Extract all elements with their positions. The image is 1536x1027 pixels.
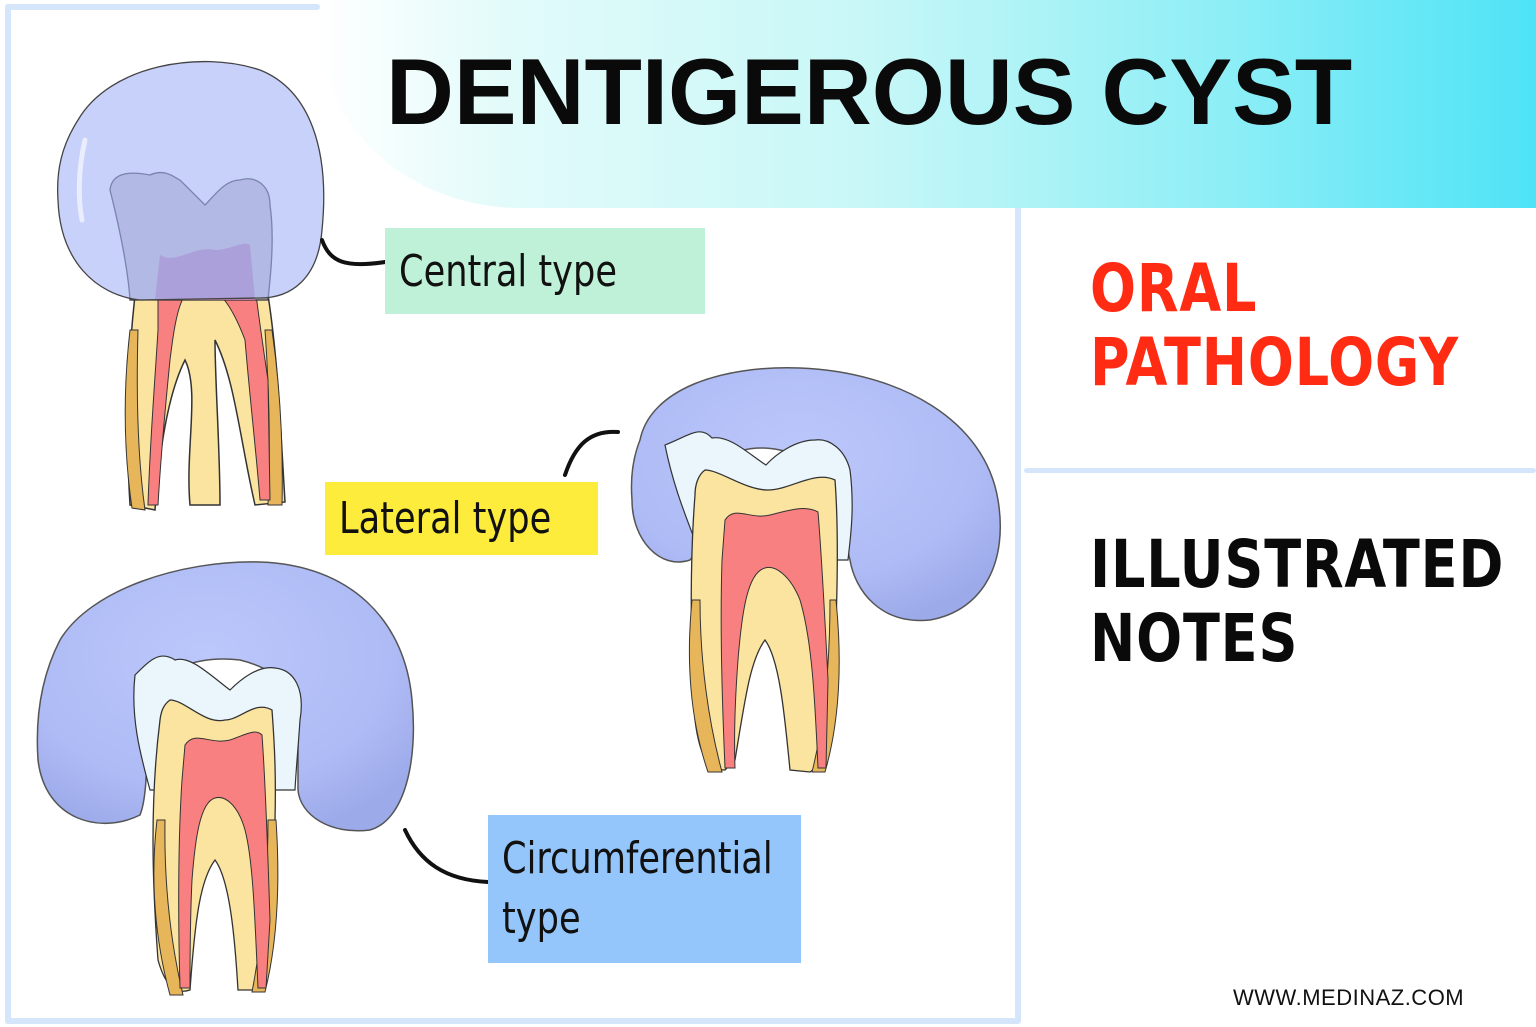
frame-left-line: [5, 4, 11, 1024]
series-line-1: ILLUSTRATED: [1090, 526, 1505, 603]
circumferential-type-label: Circumferential type: [488, 815, 801, 963]
lateral-type-label: Lateral type: [325, 482, 598, 555]
circumferential-type-label-line2: type: [502, 893, 581, 944]
series-line-2: NOTES: [1090, 600, 1299, 677]
central-type-label-text: Central type: [399, 245, 617, 297]
frame-bottom-line: [5, 1018, 1020, 1024]
subject-line-2: PATHOLOGY: [1090, 324, 1459, 401]
circumferential-type-tooth: [36, 561, 490, 996]
frame-divider-horizontal: [1024, 468, 1536, 473]
subject-line-1: ORAL: [1090, 250, 1258, 327]
frame-top-line: [5, 4, 320, 10]
lateral-type-tooth: [563, 367, 1002, 773]
frame-divider-vertical: [1015, 205, 1021, 1024]
title-banner: [320, 0, 1536, 208]
central-type-tooth: [56, 60, 387, 511]
page-title: DENTIGEROUS CYST: [386, 39, 1353, 144]
subject-heading: ORAL PATHOLOGY: [1090, 252, 1459, 400]
central-type-label: Central type: [385, 228, 705, 314]
website-url: WWW.MEDINAZ.COM: [1233, 985, 1465, 1010]
circumferential-type-label-line1: Circumferential: [502, 833, 773, 884]
series-heading: ILLUSTRATED NOTES: [1090, 528, 1504, 676]
lateral-type-label-text: Lateral type: [339, 493, 552, 544]
